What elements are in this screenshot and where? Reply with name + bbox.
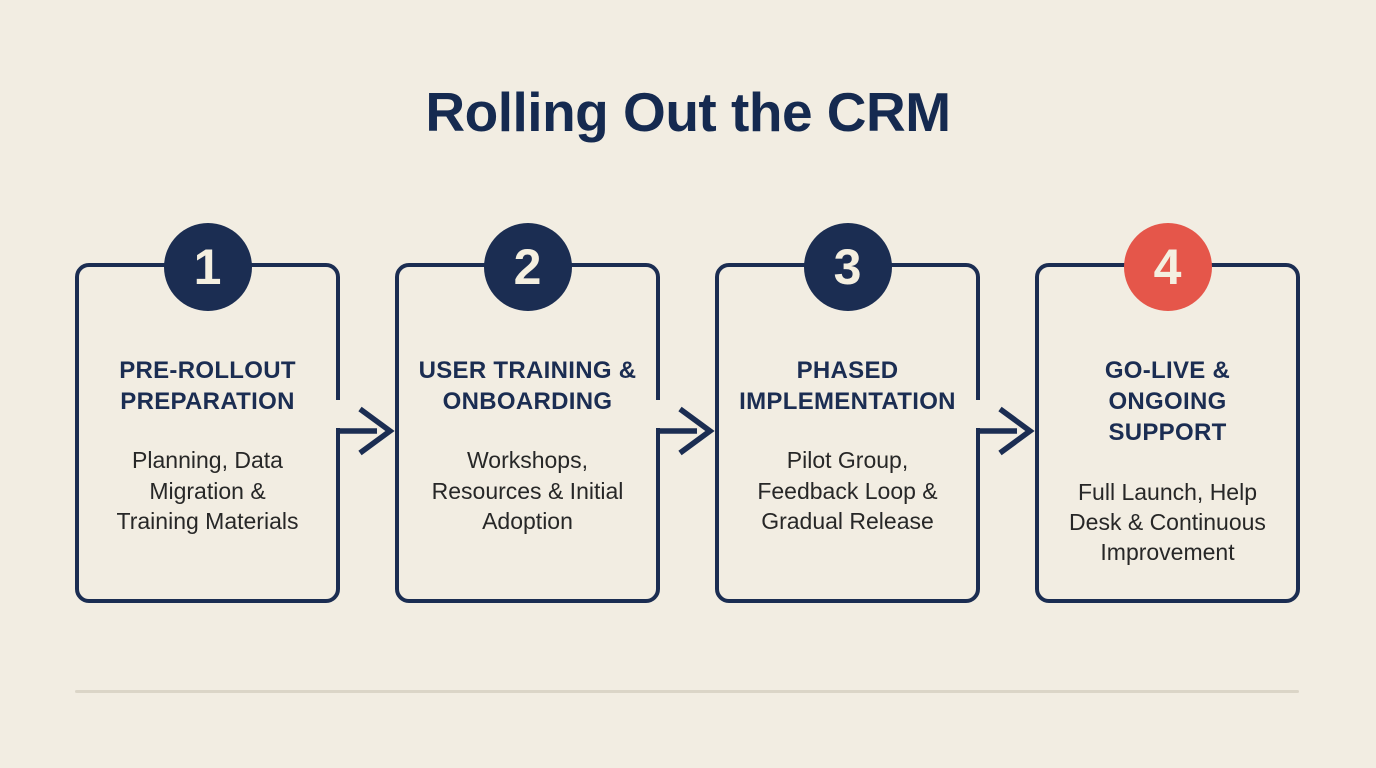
step-title: PHASED IMPLEMENTATION <box>739 357 956 416</box>
step-title: GO-LIVE & ONGOING SUPPORT <box>1104 357 1231 447</box>
step-description: Pilot Group, Feedback Loop & Gradual Rel… <box>757 447 938 535</box>
border-gap <box>654 400 661 428</box>
step-number-badge: 4 <box>1123 223 1212 311</box>
step-description: Planning, Data Migration & Training Mate… <box>116 447 299 535</box>
step-card-4: 4 GO-LIVE & ONGOING SUPPORT Full Launch,… <box>1035 223 1300 603</box>
step-title: PRE-ROLLOUT PREPARATION <box>119 357 296 416</box>
step-description: Full Launch, Help Desk & Continuous Impr… <box>1069 478 1266 566</box>
step-number-badge: 1 <box>163 223 252 311</box>
arrow-right-icon <box>657 263 715 603</box>
step-card-1: 1 PRE-ROLLOUT PREPARATION Planning, Data… <box>75 223 341 603</box>
page-title: Rolling Out the CRM <box>425 81 951 143</box>
arrow-right-icon <box>337 263 395 603</box>
border-gap <box>334 400 341 428</box>
arrow-right-icon <box>977 263 1035 603</box>
border-gap <box>974 400 981 428</box>
step-number-badge: 3 <box>803 223 892 311</box>
step-card-2: 2 USER TRAINING & ONBOARDING Workshops, … <box>395 223 661 603</box>
process-flow: 1 PRE-ROLLOUT PREPARATION Planning, Data… <box>75 223 1300 603</box>
step-number-badge: 2 <box>483 223 572 311</box>
step-card-3: 3 PHASED IMPLEMENTATION Pilot Group, Fee… <box>715 223 981 603</box>
step-title: USER TRAINING & ONBOARDING <box>418 357 637 416</box>
step-description: Workshops, Resources & Initial Adoption <box>431 447 624 535</box>
divider-line <box>75 690 1299 693</box>
